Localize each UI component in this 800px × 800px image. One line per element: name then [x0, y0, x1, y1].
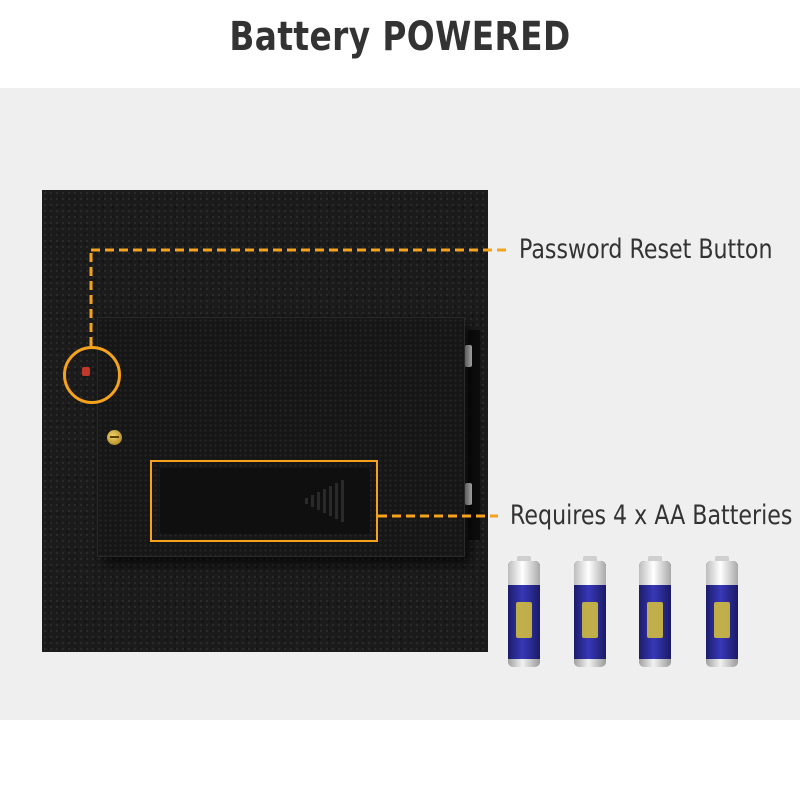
reset-callout-label: Password Reset Button: [519, 234, 773, 265]
battery-brand-mark: [714, 602, 730, 638]
page-title: Battery POWERED: [229, 14, 571, 60]
aa-battery-1: [508, 556, 540, 670]
battery-brand-mark: [516, 602, 532, 638]
panel-screw: [107, 430, 122, 445]
hinge-bottom: [465, 483, 472, 505]
cover-grip-ribs: [305, 480, 344, 522]
battery-brand-mark: [647, 602, 663, 638]
battery-brand-mark: [582, 602, 598, 638]
battery-highlight-box: [150, 460, 378, 542]
aa-battery-2: [574, 556, 606, 670]
aa-battery-4: [706, 556, 738, 670]
battery-callout-label: Requires 4 x AA Batteries: [510, 500, 793, 531]
hinge-top: [465, 345, 472, 367]
aa-battery-3: [639, 556, 671, 670]
reset-highlight-ring: [63, 346, 121, 404]
